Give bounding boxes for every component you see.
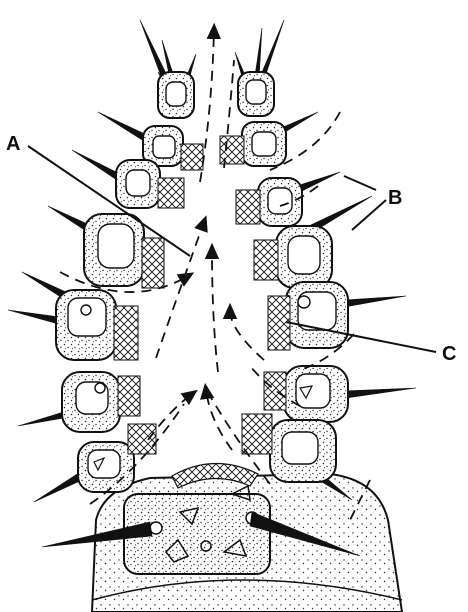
label-a: A bbox=[6, 133, 20, 155]
label-c: C bbox=[442, 343, 456, 365]
right-tubercles bbox=[220, 72, 348, 482]
label-b: B bbox=[388, 187, 402, 209]
body-base bbox=[92, 463, 402, 612]
left-tubercles bbox=[56, 72, 203, 492]
pointer-b-upper bbox=[344, 176, 376, 190]
